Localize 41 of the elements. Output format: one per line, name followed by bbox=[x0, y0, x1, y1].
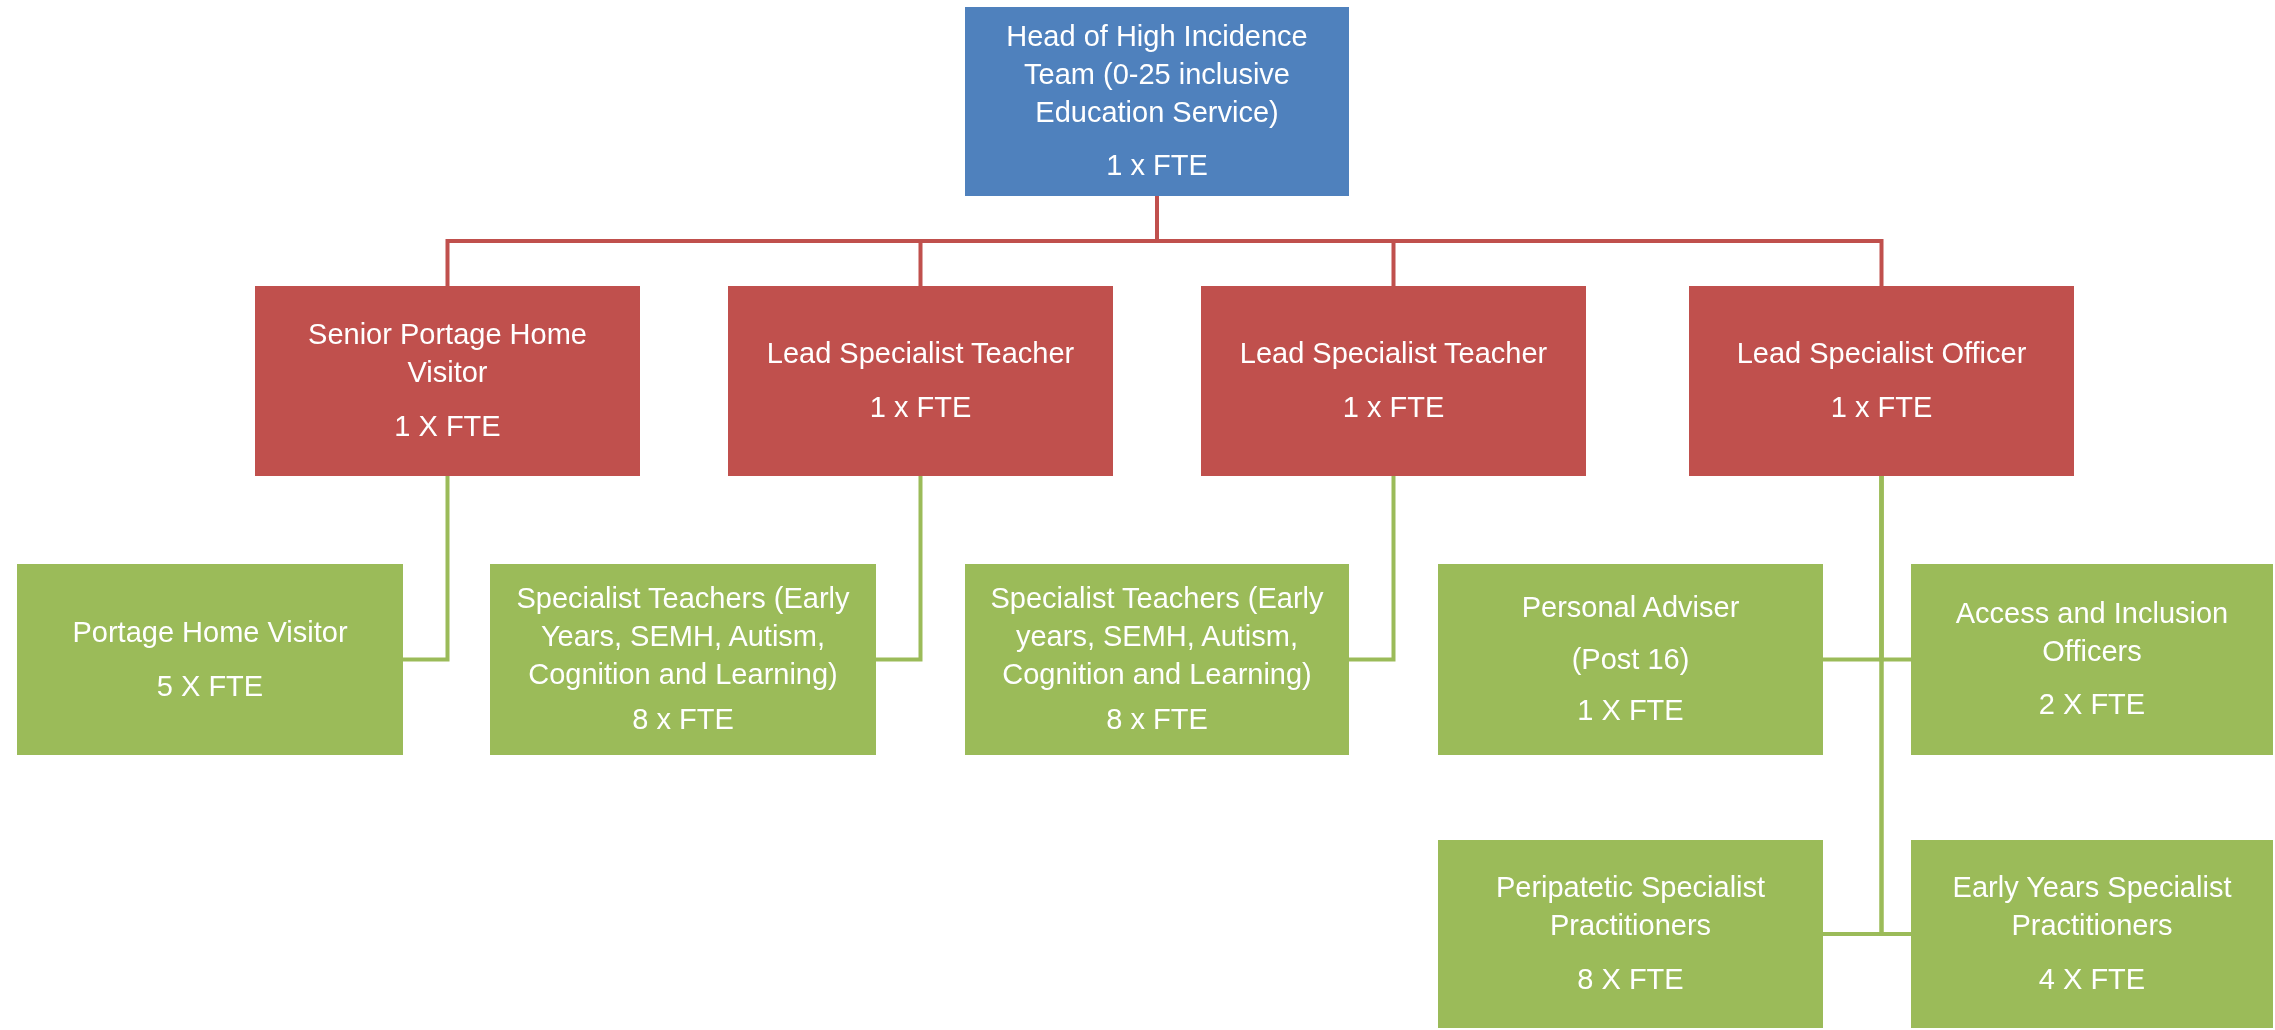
fte-count: 1 x FTE bbox=[1830, 390, 1933, 425]
role-title: Lead Specialist Teacher bbox=[1239, 336, 1548, 372]
role-title: Specialist Teachers (Early years, SEMH, Autism, Cognition and Learning) bbox=[989, 581, 1325, 692]
fte-count: 1 x FTE bbox=[1106, 148, 1208, 184]
role-title: Personal Adviser bbox=[1521, 589, 1740, 625]
fte-count: 1 X FTE bbox=[394, 408, 501, 444]
staff-box bbox=[1438, 840, 1823, 1028]
role-title: Access and Inclusion Officers bbox=[1954, 595, 2230, 669]
fte-count: 2 X FTE bbox=[2038, 687, 2146, 723]
role-title: Early Years Specialist Practitioners bbox=[1951, 870, 2233, 944]
role-title: Specialist Teachers (Early Years, SEMH, Autism, Cognition and Learning) bbox=[515, 581, 851, 692]
staff-box bbox=[1438, 564, 1823, 755]
role-title: Lead Specialist Officer bbox=[1736, 336, 2027, 372]
role-title: Lead Specialist Teacher bbox=[766, 336, 1075, 372]
lead-box bbox=[1201, 286, 1586, 476]
fte-count: 8 x FTE bbox=[632, 702, 734, 738]
staff-box bbox=[965, 564, 1349, 755]
fte-count: 8 x FTE bbox=[1106, 702, 1208, 738]
role-title: Senior Portage Home Visitor bbox=[307, 317, 588, 391]
role-title: Portage Home Visitor bbox=[72, 614, 348, 650]
role-title: Head of High Incidence Team (0-25 inclusive Education Service) bbox=[1005, 19, 1309, 130]
connector-line bbox=[403, 476, 450, 662]
connector-line bbox=[876, 476, 923, 662]
staff-box bbox=[1911, 840, 2273, 1028]
fte-count: 4 X FTE bbox=[2038, 961, 2146, 997]
fte-count: 1 x FTE bbox=[869, 390, 972, 425]
fte-count: 8 X FTE bbox=[1577, 961, 1684, 997]
connector-line bbox=[1349, 476, 1396, 662]
lead-box bbox=[728, 286, 1113, 476]
fte-count: 1 X FTE bbox=[1577, 693, 1684, 729]
staff-box bbox=[490, 564, 876, 755]
lead-box bbox=[1689, 286, 2074, 476]
fte-count: 5 X FTE bbox=[156, 668, 264, 704]
fte-count: 1 x FTE bbox=[1342, 390, 1445, 425]
staff-box bbox=[17, 564, 403, 755]
head-box bbox=[965, 7, 1349, 196]
role-title: Peripatetic Specialist Practitioners bbox=[1494, 870, 1767, 944]
lead-box bbox=[255, 286, 640, 476]
role-title: (Post 16) bbox=[1571, 641, 1690, 677]
connector-line bbox=[1879, 476, 1911, 936]
staff-box bbox=[1911, 564, 2273, 755]
